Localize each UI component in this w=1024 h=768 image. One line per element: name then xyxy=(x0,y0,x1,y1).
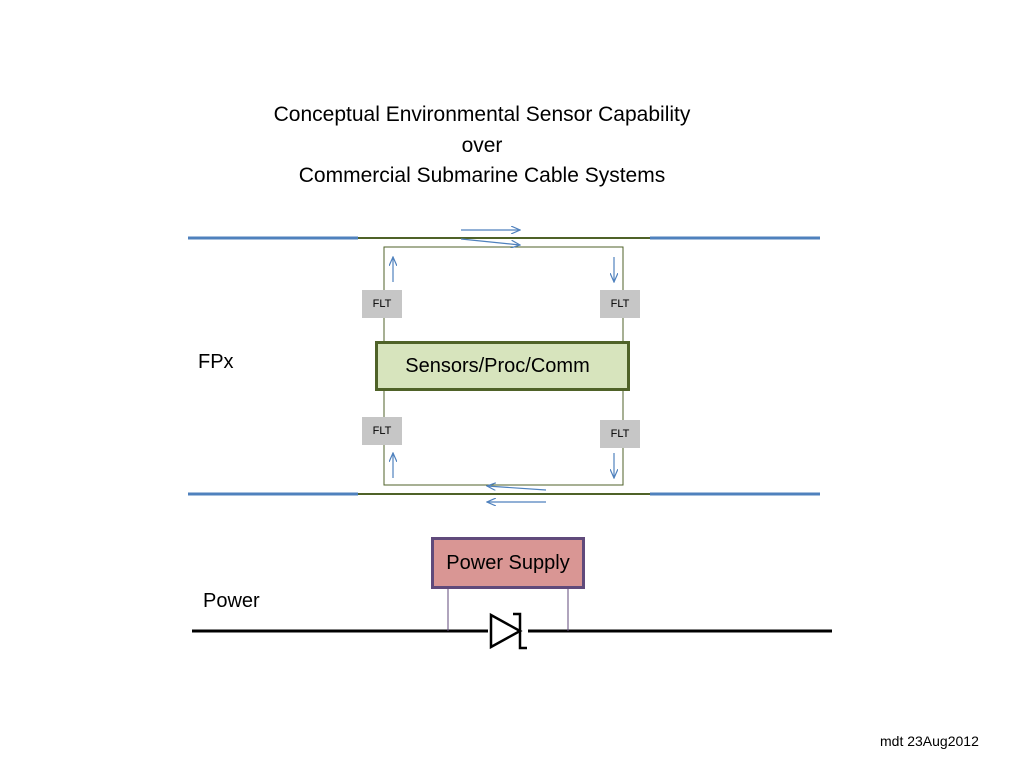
power-label: Power xyxy=(203,590,260,612)
arrow-bottom-left-1 xyxy=(487,486,547,490)
power-box-label: Power Supply xyxy=(446,551,570,574)
zener-diode-icon xyxy=(488,612,528,650)
filter-top-left: FLT xyxy=(362,290,402,318)
title-line-1: Conceptual Environmental Sensor Capabili… xyxy=(273,103,691,126)
fpx-label: FPx xyxy=(198,351,234,373)
filter-top-right: FLT xyxy=(600,290,640,318)
filter-bottom-left: FLT xyxy=(362,417,402,445)
footer-note: mdt 23Aug2012 xyxy=(880,733,979,749)
page-title: Conceptual Environmental Sensor Capabili… xyxy=(182,100,782,192)
sensor-processing-box: Sensors/Proc/Comm xyxy=(375,341,630,391)
title-line-2: over xyxy=(461,133,503,157)
arrow-top-right-2 xyxy=(460,238,520,245)
power-supply-box: Power Supply xyxy=(431,537,585,589)
sensor-box-label: Sensors/Proc/Comm xyxy=(405,354,590,377)
filter-bottom-right: FLT xyxy=(600,420,640,448)
title-line-3: Commercial Submarine Cable Systems xyxy=(298,164,666,187)
